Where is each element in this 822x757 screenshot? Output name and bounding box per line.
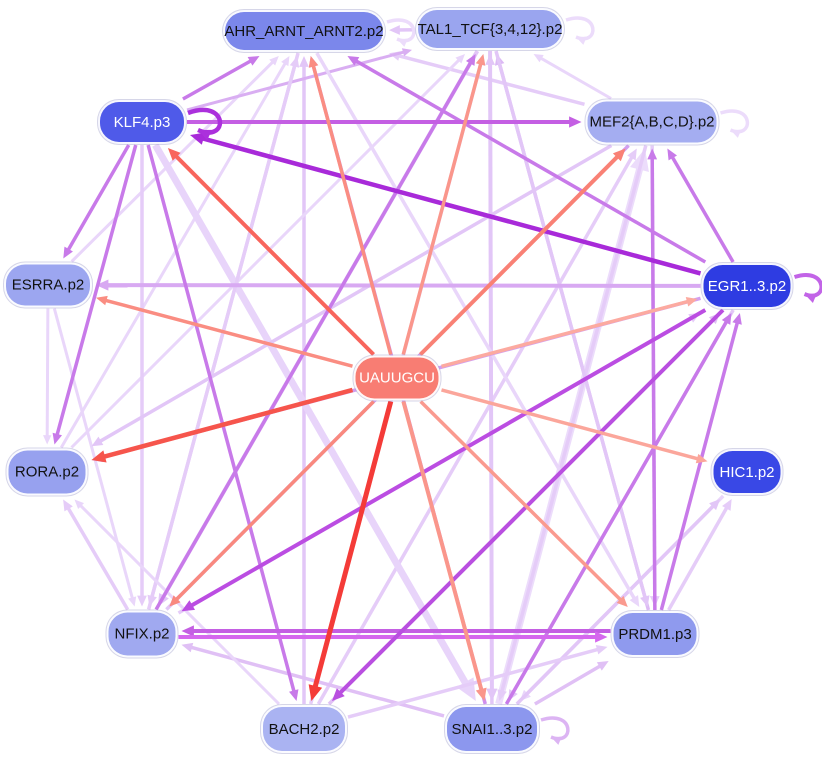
node-label: ESRRA.p2 <box>11 276 85 294</box>
node-label: UAUUGCU <box>359 369 435 387</box>
node-label: NFIX.p2 <box>114 625 170 643</box>
node-label: HIC1.p2 <box>719 463 775 481</box>
node-label: MEF2{A,B,C,D}.p2 <box>589 113 715 131</box>
node-label: PRDM1.p3 <box>618 625 692 643</box>
node-bach2[interactable]: BACH2.p2 <box>261 705 347 753</box>
node-label: KLF4.p3 <box>113 113 171 131</box>
node-label: AHR_ARNT_ARNT2.p2 <box>224 22 384 40</box>
node-label: SNAI1..3.p2 <box>451 720 533 738</box>
node-egr1[interactable]: EGR1..3.p2 <box>701 263 793 309</box>
node-label: EGR1..3.p2 <box>707 277 787 295</box>
node-tal1-tcf[interactable]: TAL1_TCF{3,4,12}.p2 <box>416 8 564 50</box>
node-mef2[interactable]: MEF2{A,B,C,D}.p2 <box>585 99 719 145</box>
node-label: TAL1_TCF{3,4,12}.p2 <box>417 20 563 38</box>
node-uauugcu-motif[interactable]: UAUUGCU <box>353 355 441 401</box>
node-hic1[interactable]: HIC1.p2 <box>711 449 783 495</box>
node-rora[interactable]: RORA.p2 <box>6 448 88 496</box>
node-nfix[interactable]: NFIX.p2 <box>106 610 178 658</box>
node-snai1[interactable]: SNAI1..3.p2 <box>445 705 539 753</box>
node-esrra[interactable]: ESRRA.p2 <box>4 262 92 308</box>
node-klf4[interactable]: KLF4.p3 <box>98 100 186 144</box>
node-prdm1[interactable]: PRDM1.p3 <box>611 611 699 657</box>
node-label: BACH2.p2 <box>268 720 340 738</box>
node-label: RORA.p2 <box>14 463 80 481</box>
node-ahr-arnt-arnt2[interactable]: AHR_ARNT_ARNT2.p2 <box>223 10 385 52</box>
